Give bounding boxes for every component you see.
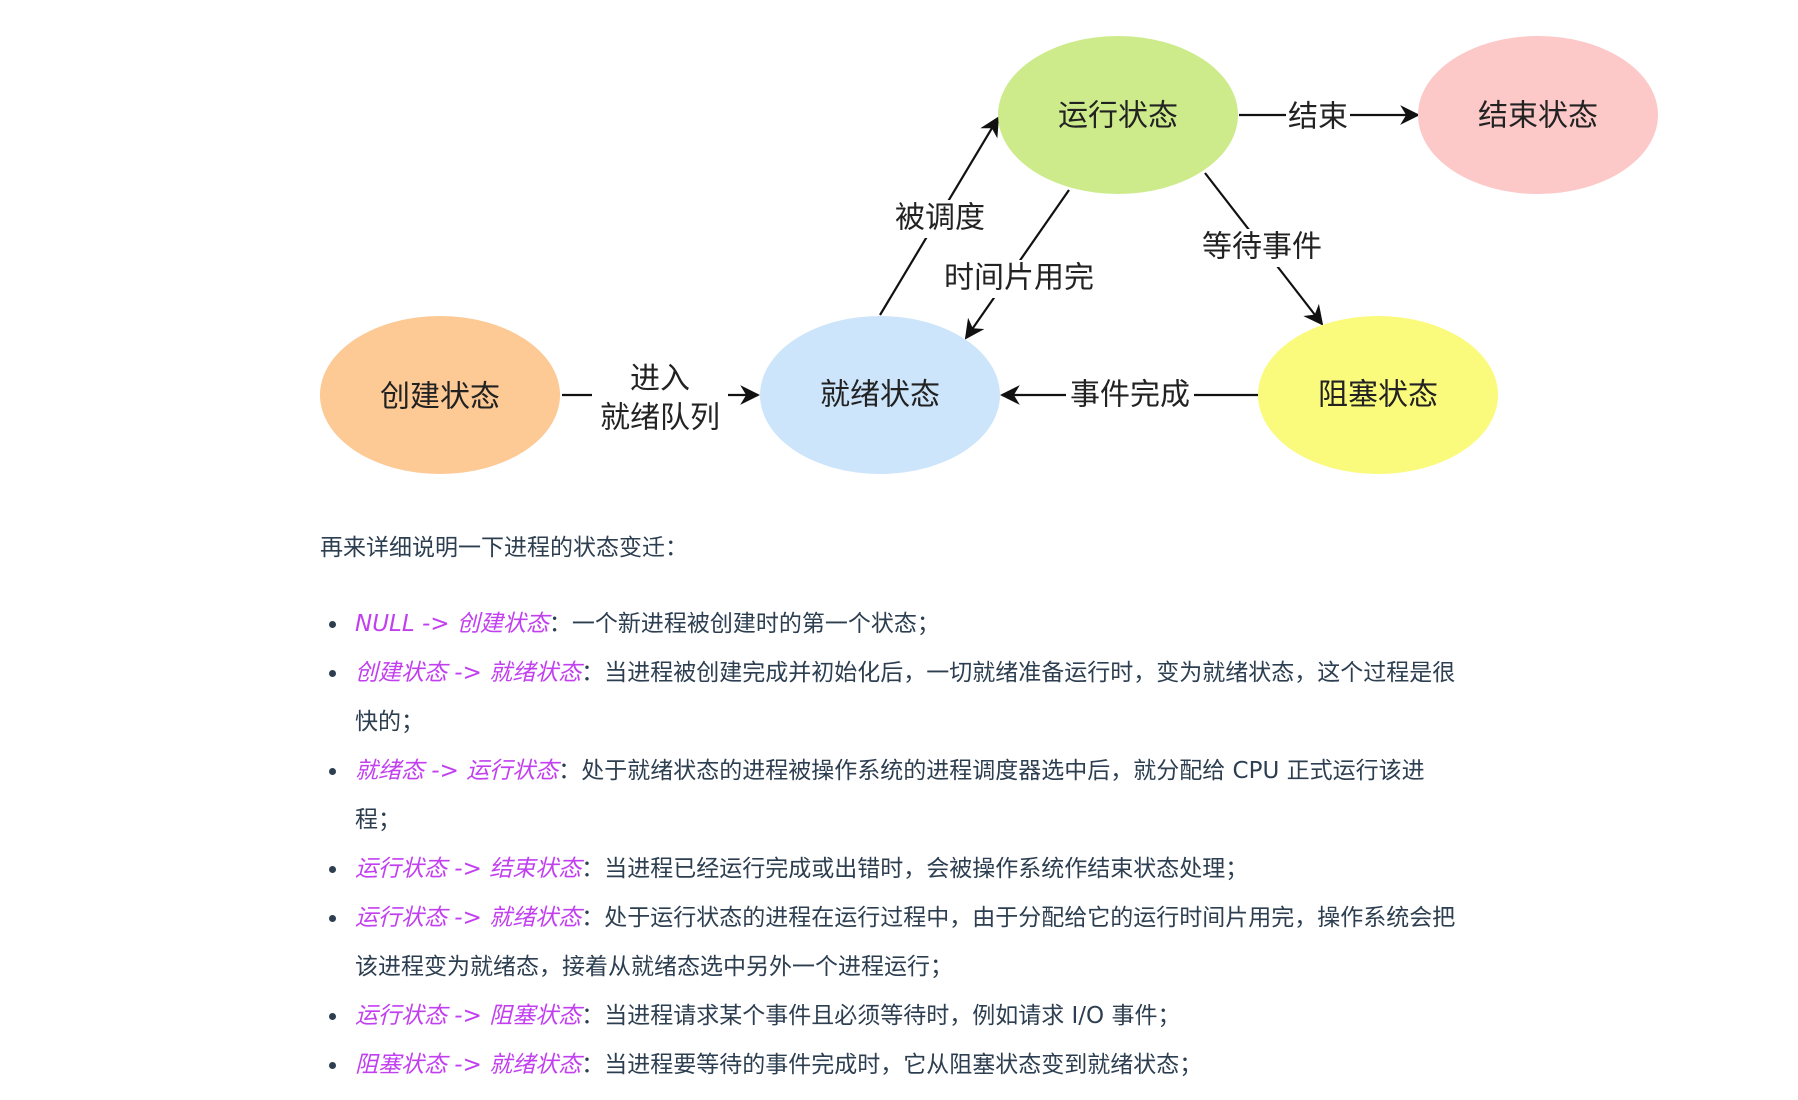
- transition-name: 阻塞状态 -> 就绪状态: [355, 1052, 582, 1078]
- transition-desc: ：当进程已经运行完成或出错时，会被操作系统作结束状态处理；: [581, 856, 1249, 882]
- list-item: 就绪态 -> 运行状态：处于就绪状态的进程被操作系统的进程调度器选中后，就分配给…: [329, 747, 1695, 845]
- transition-desc: ：一个新进程被创建时的第一个状态；: [548, 611, 940, 637]
- state-running-label: 运行状态: [1058, 99, 1178, 134]
- list-item: 运行状态 -> 结束状态：当进程已经运行完成或出错时，会被操作系统作结束状态处理…: [329, 845, 1695, 894]
- state-blocked: [1258, 316, 1498, 474]
- transition-desc-cont: 快的；: [355, 709, 424, 735]
- transition-enter-label-2: 就绪队列: [600, 401, 720, 436]
- state-ready-label: 就绪状态: [820, 378, 940, 413]
- list-item: 创建状态 -> 就绪状态：当进程被创建完成并初始化后，一切就绪准备运行时，变为就…: [329, 649, 1695, 747]
- transition-name: 运行状态 -> 结束状态: [355, 856, 582, 882]
- list-item: 运行状态 -> 就绪状态：处于运行状态的进程在运行过程中，由于分配给它的运行时间…: [329, 894, 1695, 992]
- intro-text: 再来详细说明一下进程的状态变迁：: [320, 535, 688, 561]
- transition-wait-event-label: 等待事件: [1202, 230, 1322, 265]
- transition-desc: ：当进程被创建完成并初始化后，一切就绪准备运行时，变为就绪状态，这个过程是很: [581, 660, 1456, 686]
- state-running: [998, 36, 1238, 194]
- transition-timeslice-label: 时间片用完: [944, 261, 1094, 296]
- transition-scheduled-label: 被调度: [895, 201, 985, 236]
- transition-name: 就绪态 -> 运行状态: [355, 758, 559, 784]
- list-item: 运行状态 -> 阻塞状态：当进程请求某个事件且必须等待时，例如请求 I/O 事件…: [329, 992, 1695, 1041]
- transition-name: 运行状态 -> 阻塞状态: [355, 1003, 582, 1029]
- transition-name: 运行状态 -> 就绪状态: [355, 905, 582, 931]
- transition-desc: ：处于运行状态的进程在运行过程中，由于分配给它的运行时间片用完，操作系统会把: [581, 905, 1456, 931]
- transition-desc: ：当进程请求某个事件且必须等待时，例如请求 I/O 事件；: [581, 1003, 1181, 1029]
- state-blocked-label: 阻塞状态: [1318, 378, 1438, 413]
- state-exit-label: 结束状态: [1478, 99, 1598, 134]
- transition-finish-label: 结束: [1288, 100, 1348, 135]
- transition-desc-cont: 程；: [355, 807, 401, 833]
- transition-name: 创建状态 -> 就绪状态: [355, 660, 582, 686]
- transition-desc-cont: 该进程变为就绪态，接着从就绪态选中另外一个进程运行；: [355, 954, 953, 980]
- transition-desc: ：处于就绪状态的进程被操作系统的进程调度器选中后，就分配给 CPU 正式运行该进: [558, 758, 1425, 784]
- transition-name: NULL -> 创建状态: [355, 611, 549, 637]
- transition-event-done-label: 事件完成: [1070, 378, 1190, 413]
- transition-list: NULL -> 创建状态：一个新进程被创建时的第一个状态； 创建状态 -> 就绪…: [322, 600, 1695, 1090]
- transition-desc: ：当进程要等待的事件完成时，它从阻塞状态变到就绪状态；: [581, 1052, 1203, 1078]
- state-create-label: 创建状态: [380, 380, 500, 415]
- state-exit: [1418, 36, 1658, 194]
- transition-enter-label-1: 进入: [630, 362, 690, 397]
- state-ready: [760, 316, 1000, 474]
- list-item: 阻塞状态 -> 就绪状态：当进程要等待的事件完成时，它从阻塞状态变到就绪状态；: [329, 1041, 1695, 1090]
- process-state-diagram: 创建状态 就绪状态 运行状态 结束状态 阻塞状态 进入 就绪队列 被调度 时间片…: [320, 36, 1658, 474]
- list-item: NULL -> 创建状态：一个新进程被创建时的第一个状态；: [329, 600, 1695, 649]
- state-create: [320, 316, 560, 474]
